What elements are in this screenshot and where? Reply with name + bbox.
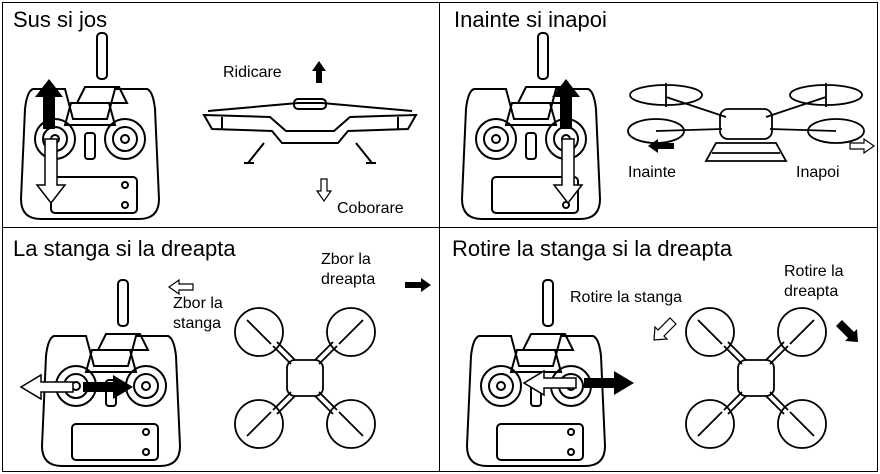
stick-right-arrow	[584, 371, 634, 395]
left-arrow-icon	[648, 139, 674, 153]
label-rotire-la-dreapta: Rotire la dreapta	[784, 263, 844, 300]
stick-left-arrow	[19, 373, 74, 401]
label-rotire-la-stanga: Rotire la stanga	[570, 289, 683, 306]
label-inapoi: Inapoi	[796, 164, 840, 181]
drone-top-view-icon	[685, 307, 827, 449]
stick-left-arrow	[522, 369, 577, 397]
panel-title: Rotire la stanga si la dreapta	[452, 236, 733, 261]
drone-perspective-icon	[627, 83, 865, 162]
panel-title: Sus si jos	[13, 7, 108, 32]
panel-up-down: Sus si jos	[2, 2, 440, 228]
panel-title: Inainte si inapoi	[454, 7, 607, 32]
throttle-down-arrow	[35, 138, 67, 205]
stick-right-arrow	[83, 375, 133, 399]
throttle-up-arrow	[35, 79, 63, 129]
remote-controller-icon	[19, 32, 161, 220]
label-zbor-la-stanga: Zbor la stanga	[173, 295, 223, 332]
drone-side-view-icon	[202, 98, 418, 164]
panel-rotate: Rotire la stanga si la dreapta	[439, 227, 878, 472]
right-arrow-outline-icon	[849, 137, 876, 155]
rotate-left-arrow-outline-icon	[653, 317, 677, 341]
right-arrow-icon	[405, 278, 431, 292]
panel-title: La stanga si la dreapta	[13, 236, 236, 261]
label-ridicare: Ridicare	[223, 64, 282, 81]
rotate-right-arrow-icon	[836, 320, 858, 342]
panel-left-right: La stanga si la dreapta	[2, 227, 440, 472]
label-coborare: Coborare	[337, 200, 404, 217]
pitch-up-arrow	[552, 79, 580, 129]
panel-forward-backward: Inainte si inapoi	[439, 2, 878, 228]
pitch-down-arrow	[552, 138, 584, 205]
label-inainte: Inainte	[628, 164, 677, 181]
down-arrow-outline-icon	[315, 178, 333, 203]
left-arrow-outline-icon	[167, 278, 194, 296]
remote-controller-icon	[460, 32, 602, 220]
drone-top-view-icon	[234, 307, 376, 449]
up-arrow-icon	[312, 61, 326, 83]
label-zbor-la-dreapta: Zbor la dreapta	[321, 251, 376, 288]
